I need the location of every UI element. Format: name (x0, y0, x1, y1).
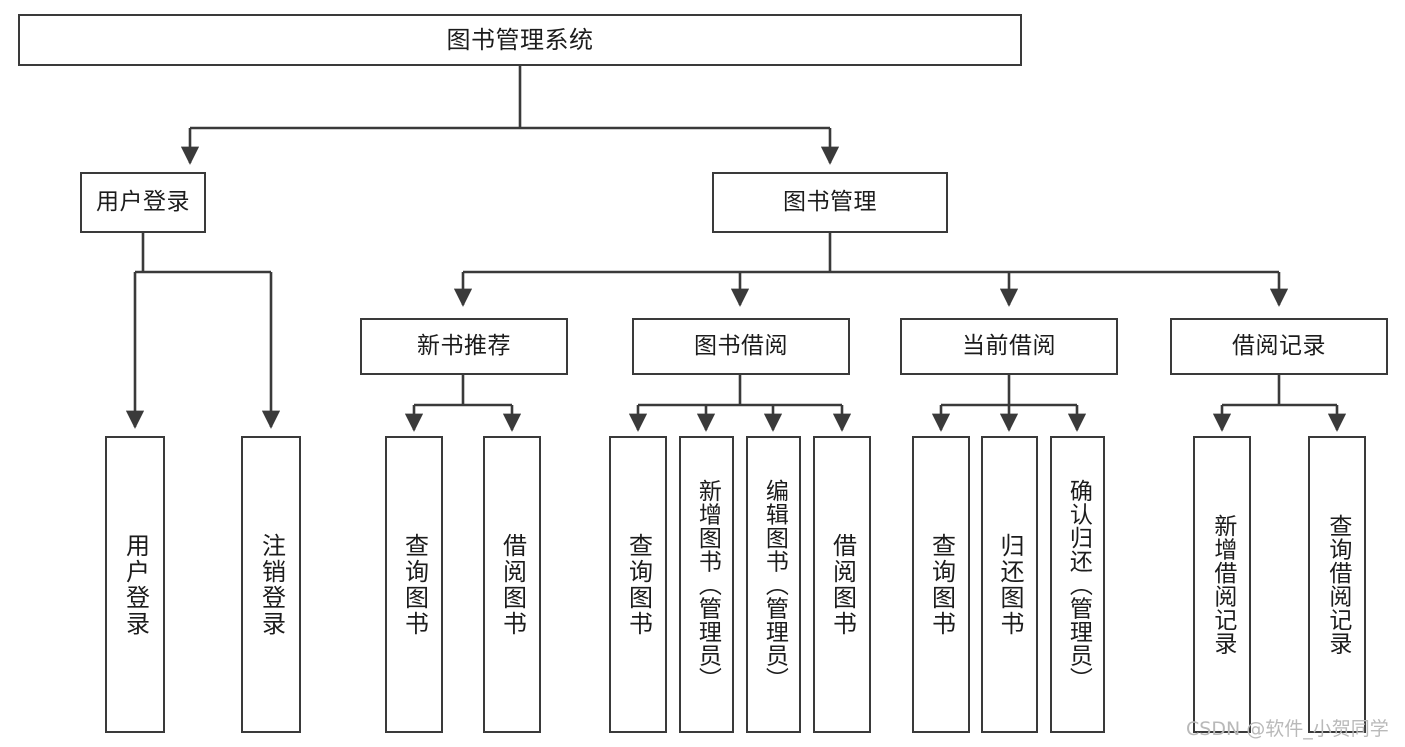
node-label: 查询借阅记录 (1324, 514, 1351, 655)
node-label: 新增借阅记录 (1209, 514, 1236, 655)
leaf-confirm-return-admin[interactable]: 确认归还（管理员） (1050, 436, 1105, 733)
node-new-book-recommend[interactable]: 新书推荐 (360, 318, 568, 375)
node-label: 编辑图书（管理员） (761, 478, 788, 691)
leaf-query-book-borrow[interactable]: 查询图书 (609, 436, 667, 733)
node-label: 归还图书 (995, 532, 1024, 637)
node-label: 借阅图书 (828, 532, 857, 637)
leaf-edit-book-admin[interactable]: 编辑图书（管理员） (746, 436, 801, 733)
node-user-login[interactable]: 用户登录 (80, 172, 206, 233)
leaf-return-book[interactable]: 归还图书 (981, 436, 1038, 733)
node-label: 确认归还（管理员） (1065, 478, 1092, 691)
node-label: 查询图书 (400, 532, 429, 637)
node-label: 借阅图书 (498, 532, 527, 637)
leaf-user-login[interactable]: 用户登录 (105, 436, 165, 733)
node-root-book-management-system[interactable]: 图书管理系统 (18, 14, 1022, 66)
leaf-borrow-book-borrow[interactable]: 借阅图书 (813, 436, 871, 733)
watermark-credit: CSDN @软件_小贺同学 (1186, 718, 1389, 740)
node-label: 用户登录 (96, 188, 190, 215)
node-label: 借阅记录 (1232, 332, 1326, 359)
leaf-add-book-admin[interactable]: 新增图书（管理员） (679, 436, 734, 733)
node-label: 查询图书 (624, 532, 653, 637)
node-book-borrow[interactable]: 图书借阅 (632, 318, 850, 375)
leaf-query-book-recommend[interactable]: 查询图书 (385, 436, 443, 733)
node-label: 新增图书（管理员） (694, 478, 721, 691)
leaf-add-borrow-record[interactable]: 新增借阅记录 (1193, 436, 1251, 733)
node-label: 注销登录 (257, 532, 286, 637)
node-borrow-record[interactable]: 借阅记录 (1170, 318, 1388, 375)
node-label: 图书管理 (783, 188, 877, 215)
node-label: 当前借阅 (962, 332, 1056, 359)
leaf-borrow-book-recommend[interactable]: 借阅图书 (483, 436, 541, 733)
leaf-logout-login[interactable]: 注销登录 (241, 436, 301, 733)
node-label: 新书推荐 (417, 332, 511, 359)
node-label: 图书借阅 (694, 332, 788, 359)
node-label: 图书管理系统 (446, 25, 594, 54)
leaf-query-book-current[interactable]: 查询图书 (912, 436, 970, 733)
node-book-management[interactable]: 图书管理 (712, 172, 948, 233)
node-label: 查询图书 (927, 532, 956, 637)
node-current-borrow[interactable]: 当前借阅 (900, 318, 1118, 375)
node-label: 用户登录 (121, 532, 150, 637)
leaf-query-borrow-record[interactable]: 查询借阅记录 (1308, 436, 1366, 733)
